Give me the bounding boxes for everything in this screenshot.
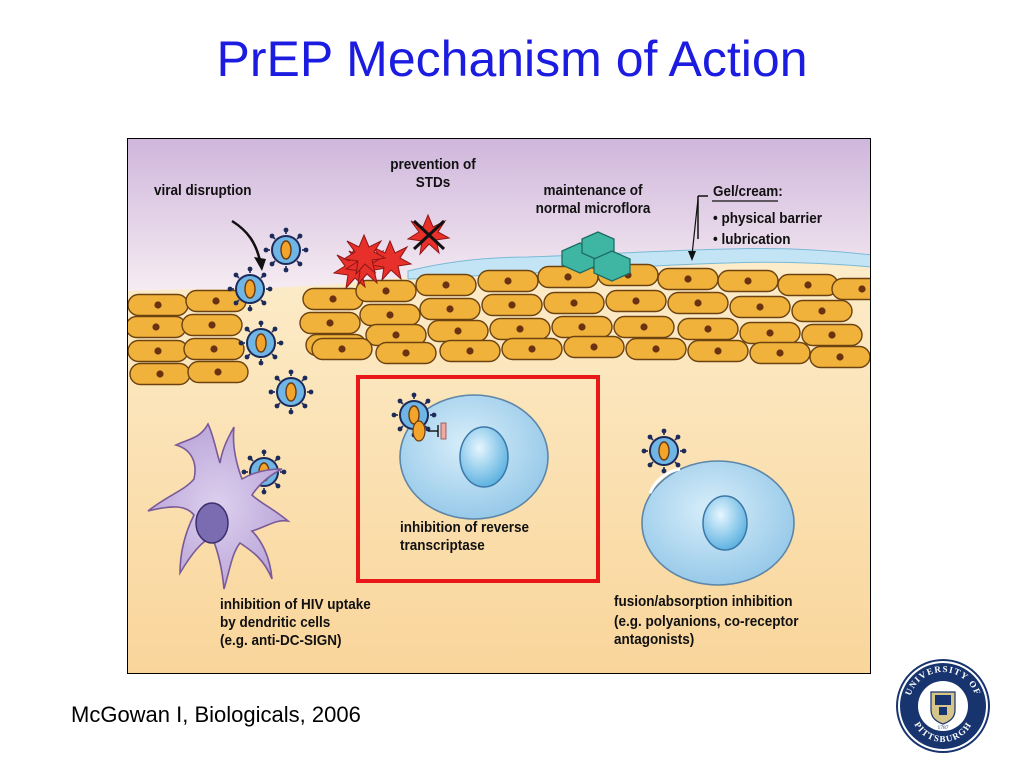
label-dendritic-uptake: inhibition of HIV uptake by dendritic ce… <box>220 596 371 649</box>
svg-text:1787: 1787 <box>938 725 949 731</box>
university-seal-logo: UNIVERSITY OF PITTSBURGH 1787 <box>896 659 990 753</box>
mechanism-illustration <box>128 139 870 673</box>
dendritic-cell-icon <box>147 422 291 590</box>
label-std-prevention: prevention of STDs <box>390 156 476 191</box>
label-gel-cream: Gel/cream: • physical barrier • lubricat… <box>713 183 823 248</box>
citation: McGowan I, Biologicals, 2006 <box>71 702 361 727</box>
microflora-icon <box>561 231 631 282</box>
viral-disruption-arrow <box>231 219 262 262</box>
highlight-box <box>356 375 600 583</box>
label-microflora: maintenance of normal microflora <box>535 182 651 217</box>
label-viral-disruption: viral disruption <box>154 182 252 199</box>
slide-title: PrEP Mechanism of Action <box>216 31 808 87</box>
label-reverse-transcriptase: inhibition of reverse transcriptase <box>400 519 530 554</box>
mechanism-figure: viral disruption prevention of STDs main… <box>127 138 871 674</box>
label-fusion-inhibition: fusion/absorption inhibition (e.g. polya… <box>614 593 799 648</box>
std-pathogen-icon <box>333 214 450 289</box>
cell-icon <box>641 460 795 586</box>
target-cell-icon <box>390 391 549 520</box>
